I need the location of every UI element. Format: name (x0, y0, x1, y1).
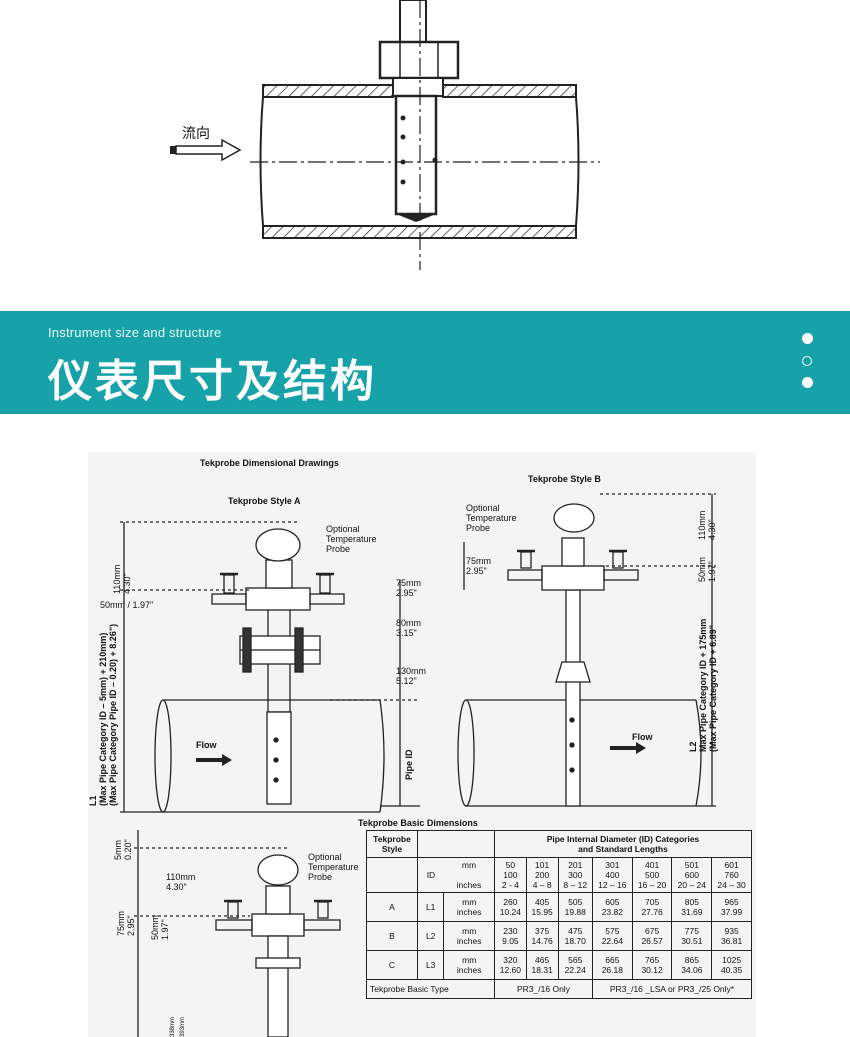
top-pipe-diagram (170, 0, 600, 270)
dot-icon-3 (802, 377, 813, 388)
probe-body (394, 94, 438, 216)
header-categories: Pipe Internal Diameter (ID) Categories a… (546, 834, 700, 854)
style-c-dim-110: 110mm 4.30" (166, 872, 196, 892)
probe-nut (378, 40, 460, 80)
basic-type-2: PR3_/16 _LSA or PR3_/25 Only* (591, 979, 753, 999)
style-b-optional-probe: Optional Temperature Probe (466, 503, 517, 533)
style-a-optional-probe: Optional Temperature Probe (326, 524, 377, 554)
style-b-title: Tekprobe Style B (528, 474, 601, 484)
style-a-l1-label: L1 (Max Pipe Category ID – 5mm) + 210mm)… (88, 623, 118, 806)
style-a-dim-80: 80mm 3.15" (396, 618, 422, 638)
basic-type-1: PR3_/16 Only (494, 979, 593, 999)
probe-stem-top (399, 0, 427, 43)
flow-arrow-icon (170, 138, 242, 162)
style-c-optional-probe: Optional Temperature Probe (308, 852, 359, 882)
style-b-dim-50: 50mm 1.97" (697, 556, 717, 582)
style-b-dim-75: 75mm 2.95" (466, 556, 492, 576)
dot-icon-2 (802, 356, 812, 366)
style-c-dim-75: 75mm 2.95" (116, 910, 136, 936)
drawing-heading: Tekprobe Dimensional Drawings (200, 458, 339, 468)
style-c-dim-50: 50mm 1.97" (150, 914, 170, 940)
style-c-dim-bottom: 338mm 393mm (170, 1016, 186, 1037)
basic-dimensions-title: Tekprobe Basic Dimensions (358, 818, 478, 828)
pipe-wall-top-right (442, 84, 577, 98)
banner-subtitle: Instrument size and structure (48, 325, 222, 340)
basic-type-label: Tekprobe Basic Type (366, 979, 495, 999)
section-banner: Instrument size and structure 仪表尺寸及结构 (0, 311, 850, 414)
banner-title: 仪表尺寸及结构 (48, 356, 377, 407)
style-b-flow: Flow (632, 732, 653, 742)
style-c-dim-5: 5mm 0.20" (113, 839, 133, 860)
style-a-dim-130: 130mm 5.12" (396, 666, 427, 686)
style-a-pipe-id: Pipe ID (404, 749, 414, 780)
flow-direction-label: 流向 (182, 126, 210, 142)
dot-icon-1 (802, 333, 813, 344)
basic-dimensions-table: Tekprobe Style Pipe Internal Diameter (I… (366, 830, 753, 999)
style-a-dim-75: 75mm 2.95" (396, 578, 422, 598)
style-a-dim-50: 50mm / 1.97" (100, 600, 154, 610)
flow-arrow-icon (196, 742, 646, 766)
header-style: Tekprobe Style (366, 830, 418, 858)
style-a-title: Tekprobe Style A (228, 496, 301, 506)
style-a-flow: Flow (196, 740, 217, 750)
pipe-wall-top-left (262, 84, 394, 98)
style-b-l2-label: L2 Max Pipe Category ID + 175mm (Max Pip… (688, 618, 718, 752)
id-label: ID (416, 857, 444, 893)
style-a-dim-110: 110mm 4.30" (112, 564, 132, 594)
style-b-dim-110: 110mm 4.30" (697, 510, 717, 540)
